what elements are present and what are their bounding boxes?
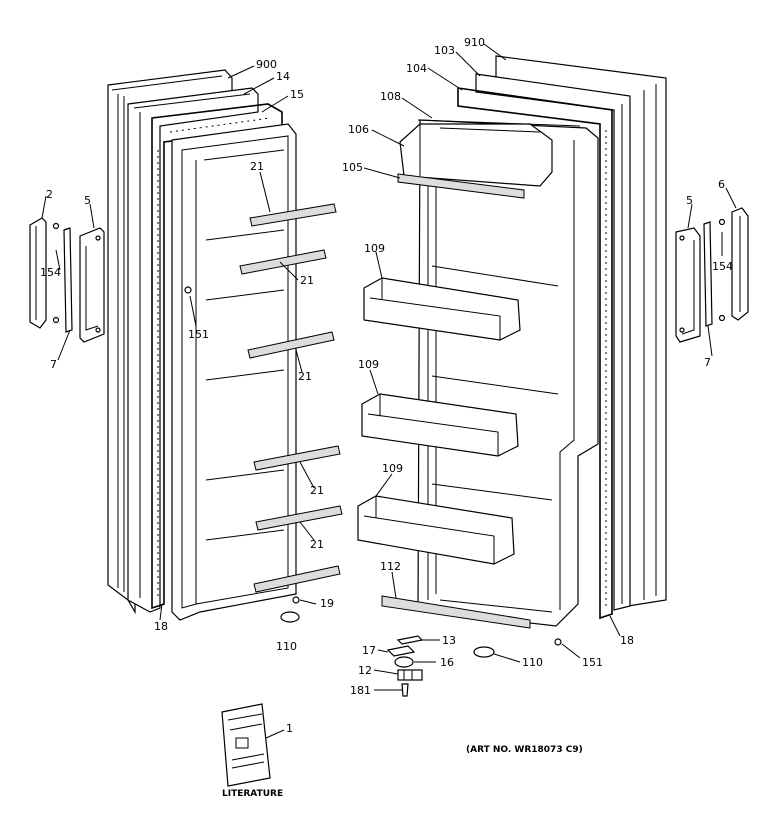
door-bin-lower [357,495,515,565]
callout-104: 104 [406,62,427,75]
callout-21-a: 21 [250,160,264,173]
callout-21-c: 21 [298,370,312,383]
callout-5-left: 5 [84,194,91,207]
callout-labels: 900 14 15 2 5 154 7 21 21 151 21 21 21 1… [40,36,733,799]
freezer-inner-liner [171,123,297,621]
hinge-hardware-stack [386,635,424,697]
callout-106: 106 [348,123,369,136]
handle-5-right [675,227,701,343]
callout-109-b: 109 [358,358,379,371]
literature-booklet [221,703,271,787]
bushing-16 [394,656,414,668]
dairy-frame-108 [417,119,581,127]
callout-110-left: 110 [276,640,297,653]
door-bin-middle [361,393,519,457]
left-handle-set [29,217,105,343]
fresh-food-door-assembly [357,55,667,658]
callout-154-left: 154 [40,266,61,279]
bottom-bar-112 [381,595,531,629]
callout-900: 900 [256,58,277,71]
screw-181 [401,683,409,697]
callout-151-right: 151 [582,656,603,669]
callout-18-right: 18 [620,634,634,647]
callout-14: 14 [276,70,290,83]
right-handle-set [675,207,749,343]
hinge-cap-110-right [473,646,495,658]
callout-2: 2 [46,188,53,201]
hinge-12 [397,669,423,681]
callout-103: 103 [434,44,455,57]
trim-7-right [703,221,713,327]
callout-7-right: 7 [704,356,711,369]
door-stop-19 [292,596,300,604]
trim-7-left [63,227,73,333]
callout-1: 1 [286,722,293,735]
callout-105: 105 [342,161,363,174]
callout-13: 13 [442,634,456,647]
callout-109-a: 109 [364,242,385,255]
callout-154-right: 154 [712,260,733,273]
hinge-plate-17 [386,645,416,657]
callout-151-left: 151 [188,328,209,341]
freezer-shelf-rails [239,203,343,593]
callout-108: 108 [380,90,401,103]
freezer-door-assembly [107,69,343,623]
callout-19: 19 [320,597,334,610]
callout-181: 181 [350,684,371,697]
art-number: (ART NO. WR18073 C9) [466,745,583,755]
literature-label: LITERATURE [222,789,283,799]
callout-5-right: 5 [686,194,693,207]
dairy-bar-105 [397,173,525,199]
callout-112: 112 [380,560,401,573]
callout-6: 6 [718,178,725,191]
callout-16: 16 [440,656,454,669]
gasket-dots [157,117,271,600]
callout-21-b: 21 [300,274,314,287]
callout-12: 12 [358,664,372,677]
door-bin-upper [363,277,521,341]
screw-151-left [184,286,192,294]
hinge-part-13 [396,635,424,645]
handle-5-left [79,227,105,343]
callout-18-left: 18 [154,620,168,633]
callout-15: 15 [290,88,304,101]
callout-17: 17 [362,644,376,657]
hinge-cap-110-left [280,611,300,623]
callout-7-left: 7 [50,358,57,371]
callout-109-c: 109 [382,462,403,475]
freezer-door-liner-frame [127,87,259,613]
callout-910: 910 [464,36,485,49]
callout-21-e: 21 [310,538,324,551]
callout-110-right: 110 [522,656,543,669]
fresh-food-door-liner-frame [475,73,631,611]
fresh-food-door-gasket [457,87,613,620]
leader-lines [41,43,737,739]
screw-151-right [554,638,562,646]
callout-21-d: 21 [310,484,324,497]
